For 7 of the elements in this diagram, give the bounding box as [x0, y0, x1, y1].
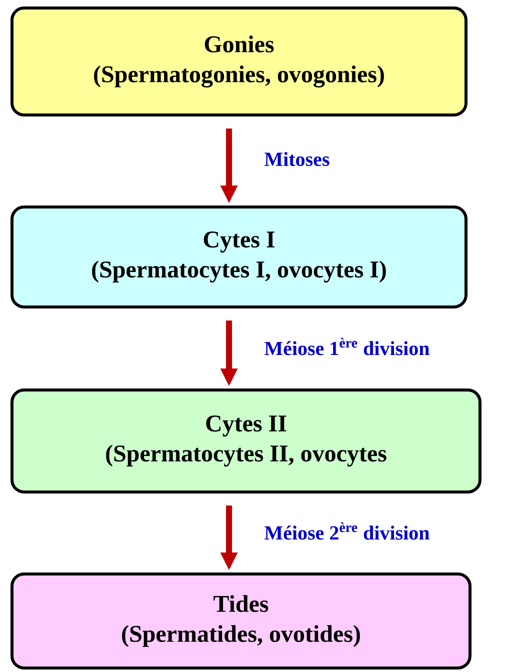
stage-box: Gonies (Spermatogonies, ovogonies) — [10, 6, 468, 116]
edge-label: Méiose 2$^{ère}$ division — [263, 521, 431, 541]
edge-label: Mitoses — [263, 150, 331, 168]
stage-box: Tides (Spermatides, ovotides) — [10, 572, 472, 670]
stage-box: Cytes I (Spermatocytes I, ovocytes I) — [10, 206, 468, 308]
edge-label: Méiose 1$^{ère}$ division — [263, 336, 431, 356]
stage-box: Cytes II (Spermatocytes II, ovocytes — [10, 388, 482, 494]
